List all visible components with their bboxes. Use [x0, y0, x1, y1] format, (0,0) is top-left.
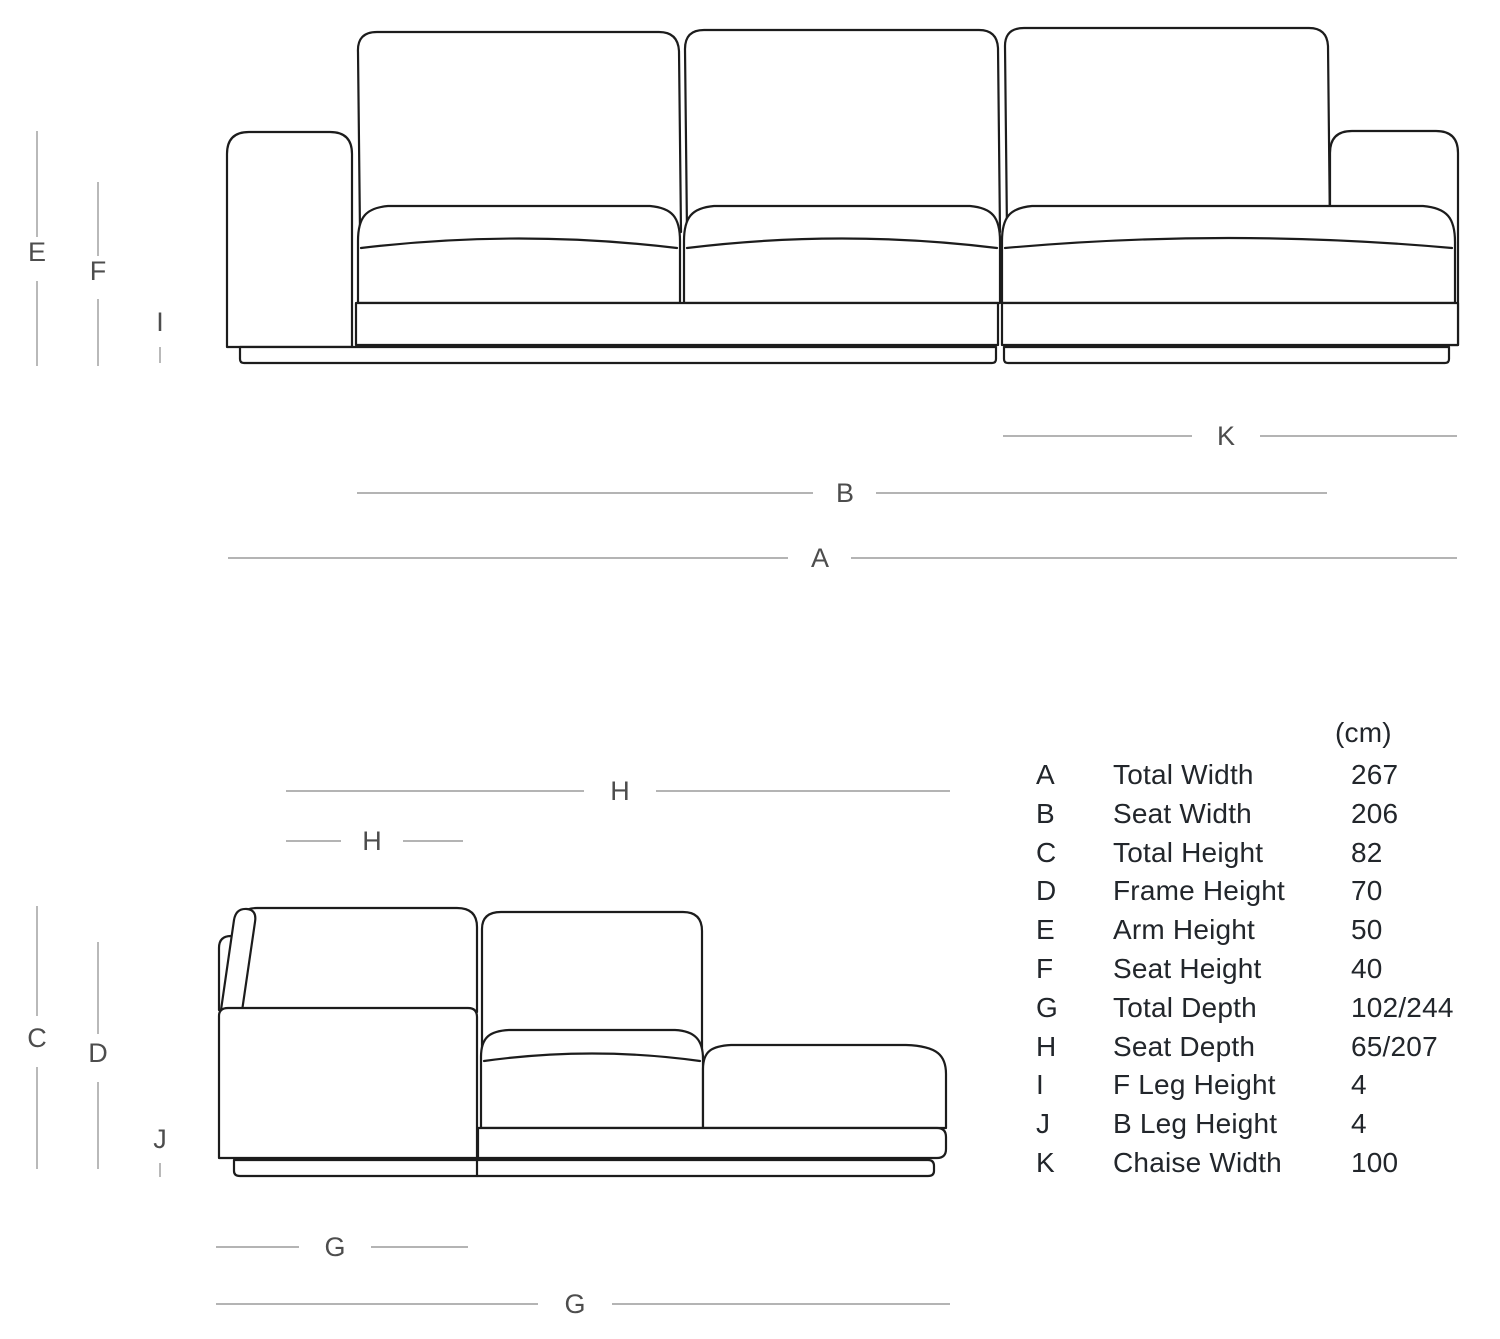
spec-row-seat-width: B Seat Width 206 — [1036, 795, 1500, 834]
dim-label-arm-height: E — [28, 237, 46, 267]
chaise-seat-cushion — [1000, 204, 1457, 305]
seat-cushion-left — [356, 204, 682, 305]
side-dimension-lines: H H C D J G G — [27, 776, 950, 1319]
sofa-side-view-diagram: H H C D J G G — [27, 776, 950, 1319]
spec-row-back-leg-height: J B Leg Height 4 — [1036, 1105, 1500, 1144]
dim-label-back-leg-height: J — [153, 1124, 167, 1154]
spec-name: Seat Width — [1113, 797, 1252, 829]
chaise-seat-cushion-crease — [1003, 236, 1454, 250]
spec-name: Chaise Width — [1113, 1146, 1282, 1178]
sofa-front-view-diagram: E F I K B A — [28, 26, 1460, 573]
back-cushion-over-arm — [236, 906, 479, 1014]
spec-value: 65/207 — [1351, 1030, 1438, 1062]
base-front-right — [1000, 301, 1460, 347]
spec-row-total-height: C Total Height 82 — [1036, 834, 1500, 873]
dim-label-seat-depth-sofa: H — [362, 826, 382, 856]
dim-label-front-leg-height: I — [156, 307, 164, 337]
dim-label-seat-height: F — [90, 256, 107, 286]
sofa-side-drawing — [217, 906, 948, 1178]
plinth-front-left — [238, 345, 998, 365]
dim-label-total-width: A — [811, 543, 829, 573]
spec-key: G — [1036, 991, 1058, 1023]
back-cushion-right — [1003, 26, 1332, 234]
back-cushion-left — [356, 30, 683, 234]
spec-value: 267 — [1351, 759, 1399, 790]
sofa-front-drawing — [225, 26, 1460, 365]
back-cushion-inner — [480, 910, 704, 1052]
spec-key: E — [1036, 914, 1055, 946]
dim-label-seat-depth-full: H — [610, 776, 630, 806]
spec-value: 70 — [1351, 875, 1383, 907]
spec-row-front-leg-height: I F Leg Height 4 — [1036, 1066, 1500, 1105]
spec-value: 102/244 — [1351, 991, 1454, 1023]
base-front-left — [354, 301, 1000, 347]
seat-cushion-side-crease — [482, 1052, 702, 1063]
front-dimension-lines: E F I K B A — [28, 131, 1457, 573]
spec-row-arm-height: E Arm Height 50 — [1036, 911, 1500, 950]
back-cushion-middle — [683, 28, 1002, 234]
dim-label-total-depth-full: G — [564, 1289, 585, 1319]
spec-key: C — [1036, 836, 1057, 868]
plinth-side — [232, 1158, 936, 1178]
dimensions-spec-table: (cm) A Total Width 267 B Seat Width 206 … — [1036, 710, 1500, 1183]
seat-cushion-middle-crease — [685, 237, 999, 250]
spec-name: Total Depth — [1113, 991, 1257, 1023]
spec-value: 206 — [1351, 797, 1399, 829]
spec-key: H — [1036, 1030, 1057, 1062]
spec-key: I — [1036, 1069, 1044, 1101]
dim-label-total-height: C — [27, 1023, 47, 1053]
base-side — [476, 1126, 948, 1160]
dim-label-total-depth-sofa: G — [324, 1232, 345, 1262]
dim-label-chaise-width: K — [1217, 421, 1235, 451]
spec-value: 4 — [1351, 1108, 1367, 1140]
seat-cushion-side — [479, 1028, 705, 1130]
spec-name: Seat Height — [1113, 952, 1262, 984]
seat-cushion-left-crease — [359, 237, 679, 250]
spec-name: Frame Height — [1113, 875, 1286, 907]
back-cushion-tilted-profile — [219, 907, 257, 1013]
spec-value: 4 — [1351, 1069, 1367, 1101]
units-label: (cm) — [1335, 717, 1392, 748]
spec-row-frame-height: D Frame Height 70 — [1036, 872, 1500, 911]
spec-value: 100 — [1351, 1146, 1399, 1178]
spec-key: D — [1036, 875, 1057, 907]
spec-name: B Leg Height — [1113, 1108, 1278, 1140]
spec-key: A — [1036, 759, 1055, 790]
spec-row-total-width: A Total Width 267 — [1036, 756, 1500, 795]
spec-name: Seat Depth — [1113, 1030, 1256, 1062]
spec-row-chaise-width: K Chaise Width 100 — [1036, 1144, 1500, 1183]
spec-name: Total Height — [1113, 836, 1264, 868]
spec-name: F Leg Height — [1113, 1069, 1276, 1101]
dim-label-frame-height: D — [88, 1038, 108, 1068]
spec-key: K — [1036, 1146, 1055, 1178]
spec-name: Total Width — [1113, 759, 1254, 790]
spec-key: B — [1036, 797, 1055, 829]
spec-key: F — [1036, 952, 1054, 984]
spec-value: 82 — [1351, 836, 1383, 868]
plinth-front-right — [1002, 345, 1451, 365]
spec-key: J — [1036, 1108, 1051, 1140]
spec-name: Arm Height — [1113, 914, 1256, 946]
left-arm — [225, 130, 354, 349]
spec-value: 40 — [1351, 952, 1383, 984]
spec-row-total-depth: G Total Depth 102/244 — [1036, 989, 1500, 1028]
spec-row-seat-depth: H Seat Depth 65/207 — [1036, 1028, 1500, 1067]
seat-cushion-middle — [682, 204, 1002, 305]
spec-value: 50 — [1351, 914, 1383, 946]
chaise-pad-side — [701, 1043, 948, 1130]
arm-side-panel — [217, 1006, 479, 1160]
dim-label-seat-width: B — [836, 478, 854, 508]
spec-row-seat-height: F Seat Height 40 — [1036, 950, 1500, 989]
